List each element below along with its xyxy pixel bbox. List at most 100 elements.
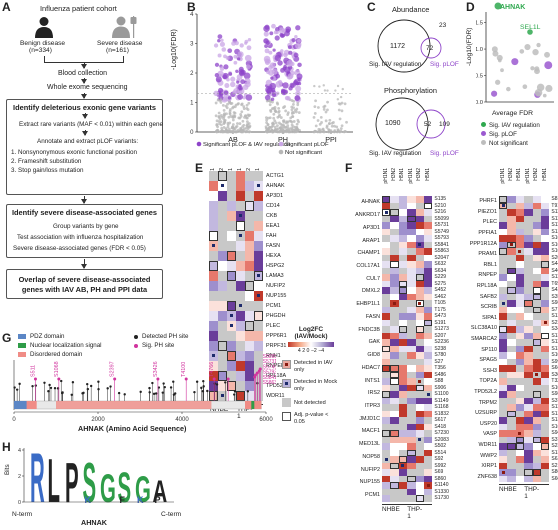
f-site-label: S418 — [434, 423, 447, 430]
f-cell — [532, 449, 541, 456]
f-cell — [532, 443, 541, 450]
f-cell — [507, 397, 516, 404]
g-detected-site — [233, 390, 237, 393]
f-cell-marker — [418, 379, 422, 383]
e-cell — [227, 201, 236, 211]
b-point — [322, 84, 325, 87]
b-point — [222, 97, 227, 102]
f-gene-label: U2SURP — [475, 410, 497, 417]
f-cell — [398, 384, 408, 391]
f-cell — [407, 488, 416, 495]
f-gene-label: GAK — [368, 339, 380, 346]
f-cell — [398, 430, 408, 437]
g-sig-label: S2397 — [110, 361, 116, 377]
b-point — [222, 109, 226, 112]
f-cell — [499, 436, 508, 443]
f-site-label: S5731 — [434, 222, 449, 228]
b-point — [247, 38, 252, 42]
b-legend-label: Significant pLOF & IAV regulation — [203, 142, 290, 148]
f-cell — [507, 319, 516, 326]
f-cell — [415, 267, 424, 274]
f-cell — [507, 404, 516, 411]
panel-d-xlabel: Average FDR — [492, 110, 534, 117]
f-cell — [415, 397, 424, 404]
f-cell — [407, 410, 416, 417]
arrow-2 — [81, 78, 87, 84]
f-cell — [499, 326, 508, 333]
f-site-label: S211 — [551, 462, 558, 469]
f-cell — [390, 267, 399, 274]
f-cell — [407, 215, 416, 222]
f-cell — [398, 215, 408, 222]
b-point — [247, 101, 251, 105]
b-point — [230, 81, 236, 88]
f-cell — [407, 404, 416, 411]
f-cell — [541, 241, 550, 248]
f-cell — [541, 248, 550, 255]
f-cell — [398, 391, 408, 398]
f-cell — [382, 371, 391, 378]
h-letter-L: L — [47, 446, 59, 508]
e-cell — [227, 251, 236, 261]
b-point — [270, 125, 274, 129]
g-sig-label: S5863 — [263, 380, 276, 386]
f-cell — [398, 449, 408, 456]
e-cell — [209, 231, 218, 241]
f-cell — [541, 287, 550, 294]
f-cell — [524, 254, 533, 261]
f-cell — [382, 423, 391, 430]
f-cell — [424, 209, 433, 216]
f-cell — [507, 215, 516, 222]
b-point — [288, 50, 293, 55]
b-point — [246, 113, 250, 117]
b-point — [277, 79, 283, 85]
b-legend-label: Not significant — [285, 150, 322, 156]
f-cell — [424, 475, 433, 482]
f-cell — [524, 300, 533, 307]
box2-line1: Group variants by gene — [53, 223, 119, 230]
box-identify-variants: Identify deleterious exonic gene variant… — [6, 99, 163, 195]
d-legend-1: Sig. IAV regulation — [489, 122, 540, 129]
e-cell — [245, 301, 254, 311]
b-point — [223, 120, 227, 124]
b-point — [268, 103, 272, 107]
b-point — [230, 76, 236, 82]
legend-ticks: 4 2 0 −2 −4 — [297, 348, 325, 354]
f-cell — [499, 469, 508, 476]
e-cell — [227, 261, 236, 271]
f-cell — [382, 332, 391, 339]
f-cell — [499, 209, 508, 216]
b-point — [297, 62, 302, 68]
f-cell — [507, 358, 516, 365]
e-cell — [218, 371, 227, 381]
e-cell-marker — [230, 314, 233, 317]
f-cell-marker — [418, 243, 422, 246]
g-detected-site — [224, 381, 227, 384]
f-cell — [398, 358, 408, 365]
b-legend-swatch — [278, 149, 284, 155]
b-point — [314, 124, 318, 128]
b-ytick-label: 2 — [190, 71, 194, 77]
b-point — [334, 89, 337, 92]
f-cell — [390, 410, 399, 417]
f-site-label: S275 — [434, 280, 447, 287]
f-cell — [407, 352, 416, 359]
f-site-label: S4406 — [551, 261, 558, 267]
b-point — [244, 54, 252, 62]
f-cell — [390, 202, 399, 209]
f-cell — [407, 462, 416, 469]
f-cell — [424, 391, 433, 398]
b-point — [280, 67, 286, 73]
f-group-thp1: THP-1 — [524, 486, 540, 500]
f-site-label: S16 — [551, 235, 558, 241]
f-cell — [407, 248, 416, 255]
panel-c-label: C — [367, 0, 376, 14]
b-point — [239, 112, 243, 116]
b-point — [218, 87, 224, 93]
severe-count: (n=161) — [106, 47, 129, 54]
connector-right — [123, 56, 124, 63]
f-cell — [532, 365, 541, 372]
f-site-label: S5099 — [434, 215, 449, 222]
b-point — [267, 128, 271, 132]
f-cell — [524, 352, 533, 359]
